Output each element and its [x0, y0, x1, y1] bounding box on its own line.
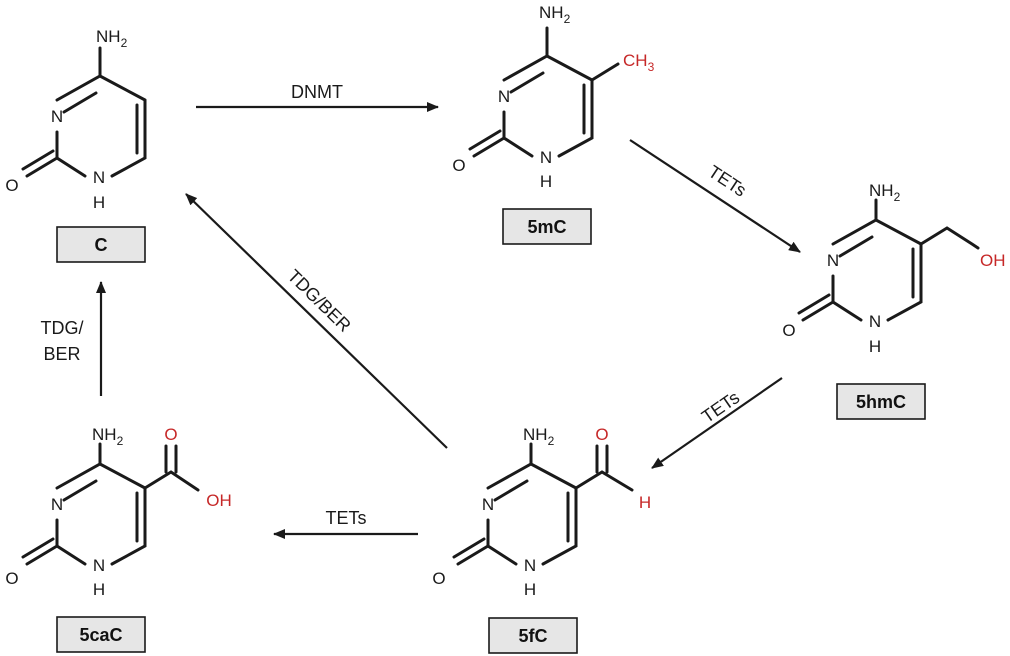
carbonyl-oxygen-5mc: O — [452, 156, 465, 175]
carbonyl-bond-5mc — [468, 129, 506, 158]
hydroxyl-group-5hmc: OH — [980, 251, 1006, 270]
ring-n1-hydrogen-5cac: H — [93, 580, 105, 599]
enzyme-label-tets-3: TETs — [325, 508, 366, 528]
ring-n3-5hmc: N — [827, 251, 839, 270]
arrow-5mc-to-5hmc — [629, 139, 801, 253]
ring-double-bonds-5mc — [509, 71, 586, 135]
label-box-c — [56, 226, 146, 263]
ring-n1-c: N — [93, 168, 105, 187]
carbonyl-bond-5fc — [452, 537, 490, 566]
methyl-bond-5mc — [590, 62, 620, 82]
molecule-label-5fc: 5fC — [518, 626, 547, 646]
molecule-label-5hmc: 5hmC — [856, 392, 906, 412]
methyl-group-5mc: CH3 — [623, 51, 655, 74]
ring-bonds-c — [55, 74, 147, 178]
ring-n1-hydrogen-5fc: H — [524, 580, 536, 599]
molecule-c: NH2 N N H O C — [5, 27, 147, 263]
carbonyl-bond-c — [21, 149, 59, 178]
ring-bonds-5hmc — [831, 218, 923, 322]
aldehyde-hydrogen-5fc: H — [639, 493, 651, 512]
ring-n1-5cac: N — [93, 556, 105, 575]
carboxyl-oxygen-5cac: O — [164, 425, 177, 444]
ring-n3-c: N — [51, 107, 63, 126]
molecule-5mc: NH2 CH3 N N H O 5mC — [452, 3, 655, 245]
ring-n3-5cac: N — [51, 495, 63, 514]
ring-n1-5mc: N — [540, 148, 552, 167]
label-box-5cac — [56, 616, 146, 653]
ring-bonds-5fc — [486, 462, 578, 566]
hydroxymethyl-bond-5hmc — [919, 226, 980, 250]
enzyme-label-tdg-line1: TDG/ — [41, 318, 84, 338]
aldehyde-double-bond-5fc — [595, 444, 609, 474]
enzyme-label-dnmt: DNMT — [291, 82, 343, 102]
reaction-arrows: DNMT TETs TETs TETs TDG/BER TDG/ BER — [41, 82, 801, 539]
molecule-5hmc: NH2 OH N N H O 5hmC — [782, 181, 1006, 420]
ring-bonds-5mc — [502, 54, 594, 158]
ring-n1-5hmc: N — [869, 312, 881, 331]
carbonyl-bond-5cac — [21, 537, 59, 566]
amino-group-5fc: NH2 — [523, 425, 555, 448]
ring-double-bonds-c — [62, 91, 139, 155]
amino-group-5hmc: NH2 — [869, 181, 901, 204]
ring-n1-hydrogen-c: H — [93, 193, 105, 212]
ring-n3-5mc: N — [498, 87, 510, 106]
carbonyl-oxygen-5fc: O — [432, 569, 445, 588]
enzyme-label-ber-line2: BER — [43, 344, 80, 364]
carboxyl-carbon-bond-5cac — [143, 470, 200, 492]
aldehyde-carbon-bond-5fc — [574, 470, 634, 492]
molecule-label-c: C — [95, 235, 108, 255]
aldehyde-oxygen-5fc: O — [595, 425, 608, 444]
ring-double-bonds-5cac — [62, 479, 139, 543]
ring-bonds-5cac — [55, 462, 147, 566]
arrow-5hmc-to-5fc — [651, 377, 783, 469]
carbonyl-bond-5hmc — [797, 293, 835, 322]
molecule-label-5cac: 5caC — [79, 625, 122, 645]
carbonyl-oxygen-5cac: O — [5, 569, 18, 588]
label-box-5mc — [502, 208, 592, 245]
ring-double-bonds-5fc — [493, 479, 570, 543]
molecule-5cac: NH2 O OH N N H O 5caC — [5, 425, 232, 653]
ring-n1-hydrogen-5hmc: H — [869, 337, 881, 356]
carbonyl-oxygen-5hmc: O — [782, 321, 795, 340]
ring-n1-5fc: N — [524, 556, 536, 575]
molecule-5fc: NH2 O H N N H O 5fC — [432, 425, 651, 654]
ring-n3-5fc: N — [482, 495, 494, 514]
label-box-5hmc — [836, 383, 926, 420]
ring-n1-hydrogen-5mc: H — [540, 172, 552, 191]
arrow-5fc-to-c — [185, 193, 448, 449]
ring-double-bonds-5hmc — [838, 235, 915, 299]
amino-group-5cac: NH2 — [92, 425, 124, 448]
molecule-label-5mc: 5mC — [527, 217, 566, 237]
carbonyl-oxygen-c: O — [5, 176, 18, 195]
carboxyl-double-bond-5cac — [164, 444, 178, 474]
amino-group-c: NH2 — [96, 27, 128, 50]
label-box-5fc — [488, 617, 578, 654]
carboxyl-hydroxyl-5cac: OH — [206, 491, 232, 510]
amino-group-5mc: NH2 — [539, 3, 571, 26]
